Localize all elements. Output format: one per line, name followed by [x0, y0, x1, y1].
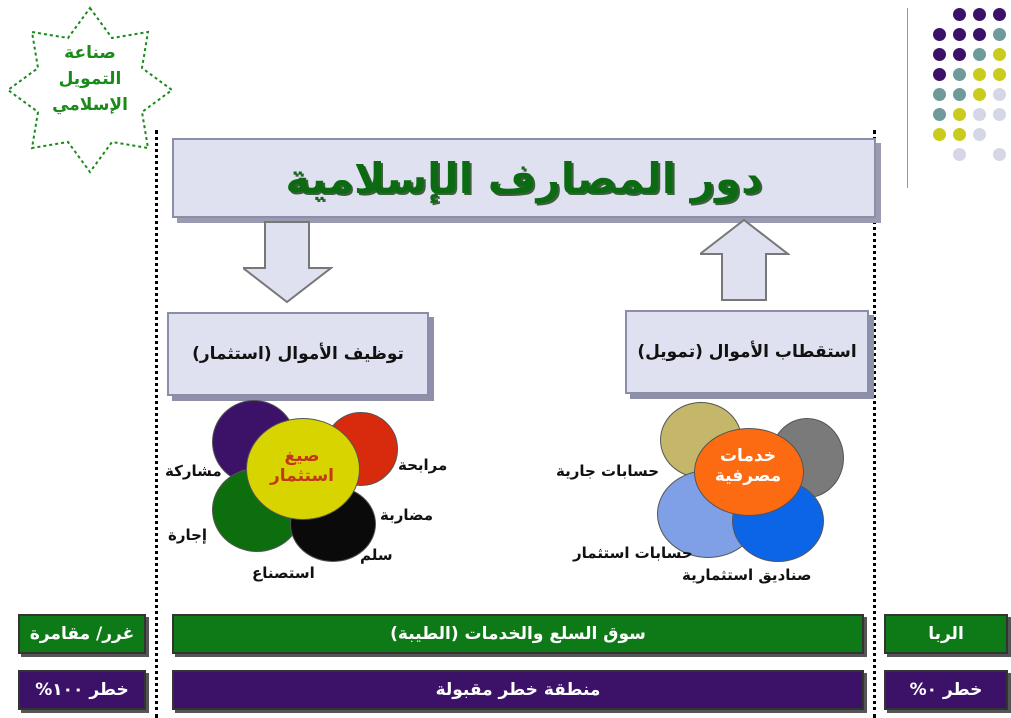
risk-0-bar: خطر ٠%: [884, 670, 1008, 710]
decor-dot: [953, 48, 966, 61]
risk-100-bar: خطر ١٠٠%: [18, 670, 146, 710]
center-line-1: خدمات: [719, 446, 777, 466]
acceptable-risk-bar: منطقة خطر مقبولة: [172, 670, 864, 710]
investment-box-label: توظيف الأموال (استثمار): [192, 344, 404, 364]
title-box: دور المصارف الإسلامية: [172, 138, 876, 218]
star-badge-icon: [6, 6, 174, 174]
decor-dot: [993, 48, 1006, 61]
decor-dot: [993, 28, 1006, 41]
islamic-finance-badge: صناعة التمويل الإسلامي: [0, 0, 180, 180]
decor-dot: [933, 28, 946, 41]
decor-dot: [953, 88, 966, 101]
salam-label: سلم: [360, 546, 393, 564]
flower-center: [694, 428, 804, 516]
decor-dot: [973, 28, 986, 41]
badge-line-3: الإسلامي: [52, 95, 128, 115]
funding-box-label: استقطاب الأموال (تمويل): [637, 342, 857, 362]
decor-dot: [993, 8, 1006, 21]
ijara-label: إجارة: [168, 526, 208, 544]
goods-market-bar: سوق السلع والخدمات (الطيبة): [172, 614, 864, 654]
flower-center: [246, 418, 360, 520]
right-dotted-divider: [873, 130, 876, 718]
decor-dot: [933, 68, 946, 81]
decor-dot: [993, 148, 1006, 161]
up-arrow-icon: [700, 218, 790, 301]
investment-box: توظيف الأموال (استثمار): [167, 312, 429, 396]
decor-dot: [953, 148, 966, 161]
decor-dot: [953, 68, 966, 81]
decor-dot: [953, 28, 966, 41]
decor-dot: [953, 108, 966, 121]
murabaha-label: مرابحة: [398, 456, 448, 474]
decor-dot: [993, 88, 1006, 101]
divider-line: [907, 8, 908, 188]
decor-dot: [993, 108, 1006, 121]
decor-dot: [953, 128, 966, 141]
left-dotted-divider: [155, 130, 158, 718]
decor-dot: [933, 108, 946, 121]
decor-dot: [973, 128, 986, 141]
investment-funds-label: صناديق استثمارية: [682, 566, 812, 584]
decor-dot: [933, 128, 946, 141]
musharaka-label: مشاركة: [165, 462, 222, 480]
center-line-2: مصرفية: [714, 466, 782, 486]
decor-dot: [933, 48, 946, 61]
flower-center-label: صيغ استثمار: [256, 446, 348, 486]
decor-dot: [933, 88, 946, 101]
flower-center-label: خدمات مصرفية: [704, 446, 792, 486]
investment-accounts-label: حسابات استثمار: [573, 544, 693, 562]
gharar-bar: غرر/ مقامرة: [18, 614, 146, 654]
badge-line-1: صناعة: [64, 43, 116, 63]
decor-dot: [973, 68, 986, 81]
istisna-label: استصناع: [252, 564, 315, 582]
current-accounts-label: حسابات جارية: [556, 462, 660, 480]
badge-line-2: التمويل: [58, 69, 122, 89]
riba-bar: الربا: [884, 614, 1008, 654]
decor-dot: [973, 108, 986, 121]
decor-dot: [973, 8, 986, 21]
decor-dot: [953, 8, 966, 21]
dots-decoration: [905, 0, 1011, 190]
decor-dot: [993, 68, 1006, 81]
funding-box: استقطاب الأموال (تمويل): [625, 310, 869, 394]
center-line-1: صيغ: [284, 446, 320, 466]
decor-dot: [973, 48, 986, 61]
page-title: دور المصارف الإسلامية: [285, 153, 763, 203]
down-arrow-icon: [243, 221, 333, 304]
center-line-2: استثمار: [270, 466, 334, 486]
mudaraba-label: مضاربة: [380, 506, 434, 524]
badge-text: صناعة التمويل الإسلامي: [40, 40, 140, 118]
decor-dot: [973, 88, 986, 101]
